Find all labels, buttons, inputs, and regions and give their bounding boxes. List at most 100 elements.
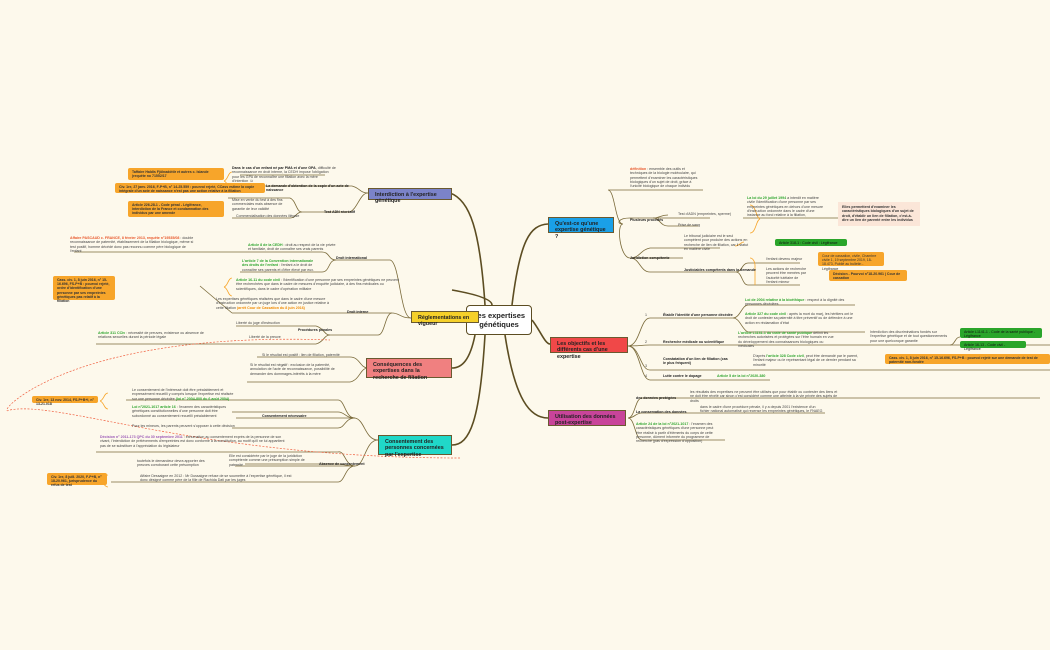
link-loi-1994[interactable]: La loi du 29 juillet 1994 [747,196,787,200]
green-article-318-1[interactable]: Article 318-1 : Code civil : Légifrance [775,239,847,246]
topic-label: Interdiction à l'expertise génétique [375,192,437,205]
link-article-24[interactable]: Article 24 de la loi n°2021-1017 [636,422,689,426]
note-text: Article 226-28-1 - Code pénal - Légifran… [132,203,209,216]
link-convention[interactable]: L'article 7 de la Convention internation… [242,259,314,268]
link-loi-2020-380[interactable]: Article 5 de la loi n°2020-380 [717,374,766,378]
node-droit-interne[interactable]: Droit interne [347,310,369,314]
link-loi-2004[interactable]: (loi n° 2004-800 du 6 août 2004) [175,396,230,401]
note-cass-2016[interactable]: Cass. civ. 1, 8 juin 2016, n° 15-16.696,… [53,276,115,304]
node-convention-enfant: L'article 7 de la Convention internation… [242,259,320,272]
text: a interdit en matière civile l'identific… [747,196,824,218]
node-procedures-penales[interactable]: Procédures pénales [298,328,333,332]
node-case-identite[interactable]: Établir l'identité d'une personne décédé… [663,313,733,317]
link-loi-2021[interactable]: Loi n°2021-1017 article 16 [132,405,176,409]
topic-quest[interactable]: Qu'est-ce qu'une expertise génétique ? [548,217,614,240]
link-16-11[interactable]: Article 16-11 du code civil [236,278,280,282]
node-consentement-necessaire[interactable]: Consentement nécessaire [262,414,307,418]
note-text: Taffaire Haldis Fjölnadóttir et autres c… [132,170,209,179]
topic-interdiction[interactable]: Interdiction à l'expertise génétique [368,188,452,204]
node-decision-qpc: Décision n° 2011-173 QPC du 30 septembre… [100,435,290,448]
green-text: Article L1141-1 - Code de la santé publi… [964,330,1036,339]
node-conservation-donnees[interactable]: La conservation des données [636,410,687,414]
topic-label: Les objectifs et les différents cas d'un… [557,341,608,360]
external-link-icon[interactable]: ⧉ [250,178,253,183]
green-article-16-13[interactable]: Article 16-13 - Code civil - Légifrance [960,341,1026,352]
topic-label: Réglementations en vigueur [418,315,470,328]
topic-objectifs[interactable]: Les objectifs et les différents cas d'un… [550,337,628,360]
text: , difficulté de reconnaissance en droit … [232,166,336,183]
node-plusieurs-procedes[interactable]: Plusieurs procédés [630,218,664,222]
note-civ-2014[interactable]: Civ. 1re, 13 nov. 2014, FS-P+B+I, n° 13-… [32,396,98,406]
node-article-l1131: L'article L1131-1 du code de santé publi… [738,331,838,348]
node-article-16-11: Article 16-11 du code civil : l'identifi… [236,278,404,291]
text: : exhumation au consentement exprès de l… [100,435,285,448]
note-civ-2020[interactable]: Civ. 1re, 8 juill. 2020, F-P+B, n° 18-20… [47,473,107,487]
text-bold: Dans le cas d'un enfant né par PMA et d'… [232,166,316,170]
node-consentement-prealable: Le consentement de l'intéressé doit être… [132,388,236,401]
note-haldis[interactable]: Taffaire Haldis Fjölnadóttir et autres c… [128,168,224,180]
link-article-8[interactable]: Article 8 de la CEDH [248,243,283,247]
link-328[interactable]: l'article 328 Code civil [766,354,804,358]
topic-reglementations[interactable]: Réglementations en vigueur [411,311,479,327]
node-absence-consentement[interactable]: Absence de consentement [319,462,365,466]
text: Le consentement de l'intéressé doit être… [132,388,234,401]
node-demande-copie[interactable]: La demande d'obtention de la copie d'un … [266,184,349,193]
text: : l'enfant a le droit de connaître ses p… [242,263,315,272]
node-enfant-majeur: l'enfant devenu majeur [766,257,803,261]
node-loi-2004-bioethique: Loi de 2004 relative à la bioéthique : r… [745,298,845,307]
link-loi-2004[interactable]: Loi de 2004 relative à la bioéthique [745,298,805,302]
node-test-adn-empreintes: Test d'ADN (empreintes, sperme) [678,212,732,216]
link-l1131[interactable]: L'article L1131-1 du code de santé publi… [738,331,813,335]
note-text: Cass. civ. 1, 8 juin 2016, n° 15-16.696,… [889,356,1038,365]
node-article-328: D'après l'article 328 Code civil, peut ê… [753,354,859,367]
topic-utilisation[interactable]: Utilisation des données post-expertise [548,410,626,426]
node-presomption: Elle est considérée par le juge de la ju… [229,454,305,467]
link-327[interactable]: Article 327 du code civil [745,312,786,316]
case-number: 3 [645,364,647,368]
node-affaire-dessaigne: Affaire Dessaigne en 2012 : Mr Dussaigne… [140,474,292,483]
green-article-l1141[interactable]: Article L1141-1 - Code de la santé publi… [960,328,1042,338]
topic-label: Consentement des personnes concernées pa… [385,439,444,458]
node-resultats-expertises: les résultats des expertises ne peuvent … [690,390,838,403]
link-qpc[interactable]: Décision n° 2011-173 QPC du 30 septembre… [100,435,183,439]
note-cass-2019[interactable]: Cour de cassation, civile, Chambre civil… [818,252,884,271]
node-test-adn[interactable]: Test ADN récréatif [324,210,355,214]
note-text: Cass. civ. 1, 8 juin 2016, n° 15-16.696,… [57,278,110,304]
link-311[interactable]: Article 311 CCiv [98,331,126,335]
node-pma-gpa: Dans le cas d'un enfant né par PMA et d'… [232,166,336,183]
node-juridiction-competente[interactable]: Juridiction compétente [630,256,670,260]
note-cass-2016-b[interactable]: Cass. civ. 1, 8 juin 2016, n° 15-16.696,… [885,354,1050,364]
link-pascaud[interactable]: Affaire PASCAUD c. FRANCE, 8 février 201… [70,236,180,240]
link-arret[interactable]: (arrêt Cour de Cassation du 8 juin 2016) [236,305,305,310]
node-tribunal-judiciaire: Le tribunal judiciaire est le seul compé… [684,234,749,251]
note-civ-2016[interactable]: Civ. 1re, 27 janv. 2016, F-P+B, n° 14-25… [115,183,265,193]
node-expertises-instruction: Les expertises génétiques réalisées que … [216,297,332,310]
node-donnees-protegees[interactable]: des données protégées [636,396,677,400]
node-droit-international[interactable]: Droit international [336,256,367,260]
note-pourvoi-18-20961[interactable]: Décision - Pourvoi n°18-20.961 | Cour de… [829,270,907,281]
node-case-dopage[interactable]: Lutte contre le dopage [663,374,702,378]
topic-consequences[interactable]: Conséquences des expertises dans la rech… [366,358,452,381]
node-interdiction-discriminations: Interdiction des discriminations fondés … [870,330,948,343]
node-liberte-preuve: Liberté de la preuve [249,335,281,339]
text: : double reconnaissance de paternité, ét… [70,236,194,253]
text: : après la mort du marj, les héritiers o… [745,312,854,325]
green-text: Article 16-13 - Code civil - Légifrance [964,343,1006,352]
node-actions-recherche: Les actions de recherche peuvent être me… [766,267,807,284]
node-article-8-cedh: Article 8 de la CEDH : droit au respect … [248,243,338,252]
node-justiciables[interactable]: Justiciables compétents dans la demande [684,268,756,272]
callout-text: Elles permettent d'examiner les caractér… [842,205,914,222]
node-fnaeg: dans le cadre d'une procédure pénale, il… [700,405,823,414]
note-article-226[interactable]: Article 226-28-1 - Code pénal - Légifran… [128,201,224,217]
text: , peut être demandé par le parent, l'enf… [753,354,859,367]
node-resultat-positif: Si le résultat est positif : lien de fil… [262,353,340,357]
case-number: 4 [645,374,647,378]
link-definition[interactable]: définition [630,167,647,171]
node-commercialisation: Commercialisation des données illégale [236,214,300,218]
topic-consentement[interactable]: Consentement des personnes concernées pa… [378,435,452,458]
text: : droit au respect de la vie privée et f… [248,243,336,252]
node-article-327: Article 327 du code civil : après la mor… [745,312,855,325]
text: : l'examen des caractéristiques génétiqu… [132,405,227,418]
node-case-filiation[interactable]: Constatation d'un lien de filiation (cas… [663,357,728,366]
node-case-recherche[interactable]: Recherche médicale ou scientifique [663,340,725,344]
